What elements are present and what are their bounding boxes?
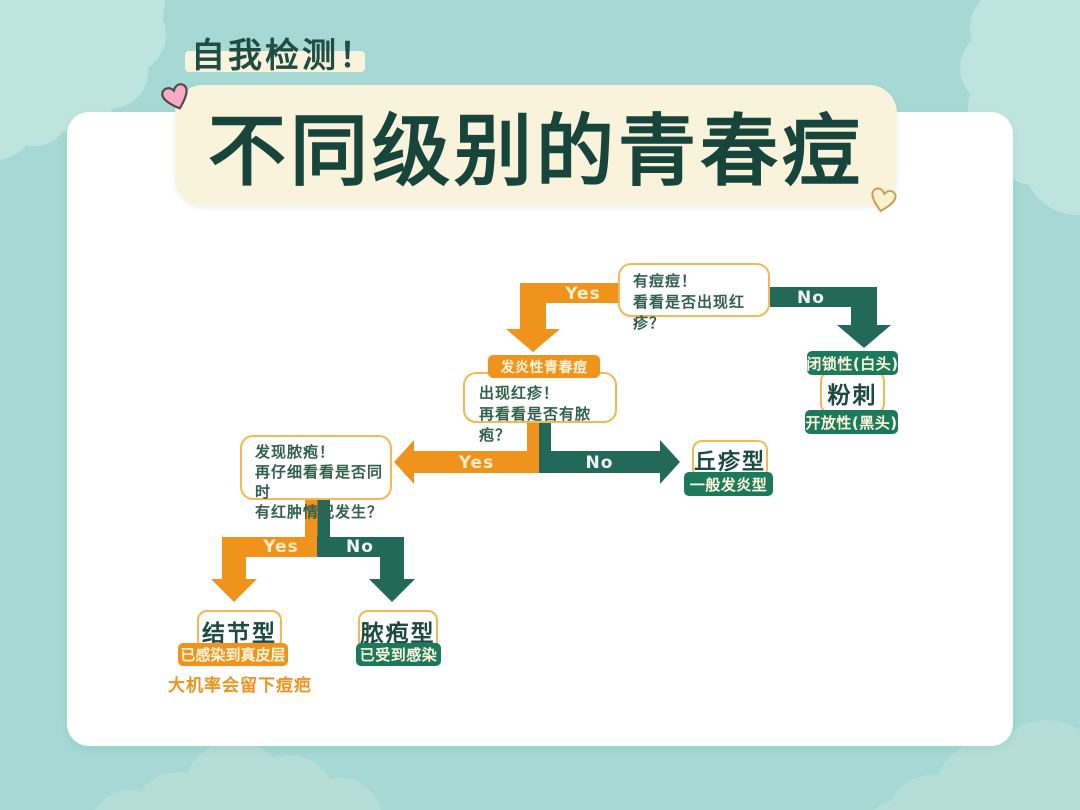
no-connector-2 xyxy=(539,451,660,473)
title-box: 不同级别的青春痘 xyxy=(175,85,897,205)
decision-box-1: 有痘痘！ 看看是否出现红疹？ xyxy=(618,263,770,332)
page-tagline: 自我检测！ xyxy=(191,36,376,76)
yes-label-1: Yes xyxy=(565,284,601,304)
decision-2-line-2: 再看看是否有脓疱？ xyxy=(479,405,592,444)
pustule-badge: 已受到感染 xyxy=(356,643,441,666)
decision-3-line-1: 发现脓疱！ xyxy=(255,443,336,461)
comedone-box: 粉刺 xyxy=(820,371,885,414)
page-title: 不同级别的青春痘 xyxy=(207,107,864,197)
no-label-2: No xyxy=(585,453,614,473)
no-connector-1-vertical xyxy=(851,287,877,327)
teal-arrowhead-down-1 xyxy=(837,325,891,348)
orange-arrowhead-down-1 xyxy=(506,329,560,352)
decision-3-line-2: 再仔细看看是否同时 xyxy=(255,463,384,501)
tagline-highlight xyxy=(185,51,365,72)
inflammatory-header-badge: 发炎性青春痘 xyxy=(488,355,600,378)
teal-arrowhead-right xyxy=(660,440,680,484)
decision-1-line-1: 有痘痘！ xyxy=(633,272,698,290)
yes-label-2: Yes xyxy=(458,453,495,473)
nodule-note: 大机率会留下痘疤 xyxy=(168,676,312,696)
pink-heart-icon xyxy=(161,83,188,110)
split-stem-2 xyxy=(305,498,330,539)
decision-3-line-3: 有红肿情况发生？ xyxy=(255,503,384,521)
decision-1-line-2: 看看是否出现红疹？ xyxy=(633,293,746,332)
decision-box-3: 发现脓疱！ 再仔细看看是否同时 有红肿情况发生？ xyxy=(240,435,392,521)
yes-label-3: Yes xyxy=(263,537,299,557)
no-label-1: No xyxy=(797,288,825,308)
yes-connector-1-vertical xyxy=(520,283,546,331)
comedone-closed-badge: 闭锁性(白头) xyxy=(806,351,898,375)
orange-arrowhead-left xyxy=(394,440,414,484)
orange-arrowhead-down-2 xyxy=(211,579,257,602)
comedone-open-badge: 开放性(黑头) xyxy=(805,410,898,434)
papule-badge: 一般发炎型 xyxy=(684,472,773,496)
split-stem-1 xyxy=(527,421,551,453)
pustule-box: 脓疱型 xyxy=(358,610,438,651)
teal-arrowhead-down-2 xyxy=(369,579,415,602)
decision-2-line-1: 出现红疹！ xyxy=(479,384,560,402)
decision-box-2: 出现红疹！ 再看看是否有脓疱？ xyxy=(463,372,617,444)
cream-heart-icon xyxy=(871,187,897,213)
nodule-badge: 已感染到真皮层 xyxy=(178,643,288,666)
yes-connector-2 xyxy=(414,451,539,473)
no-connector-1 xyxy=(770,287,877,307)
no-connector-3-vertical xyxy=(380,537,404,581)
yes-connector-3-vertical xyxy=(222,537,246,581)
no-label-3: No xyxy=(346,537,374,557)
